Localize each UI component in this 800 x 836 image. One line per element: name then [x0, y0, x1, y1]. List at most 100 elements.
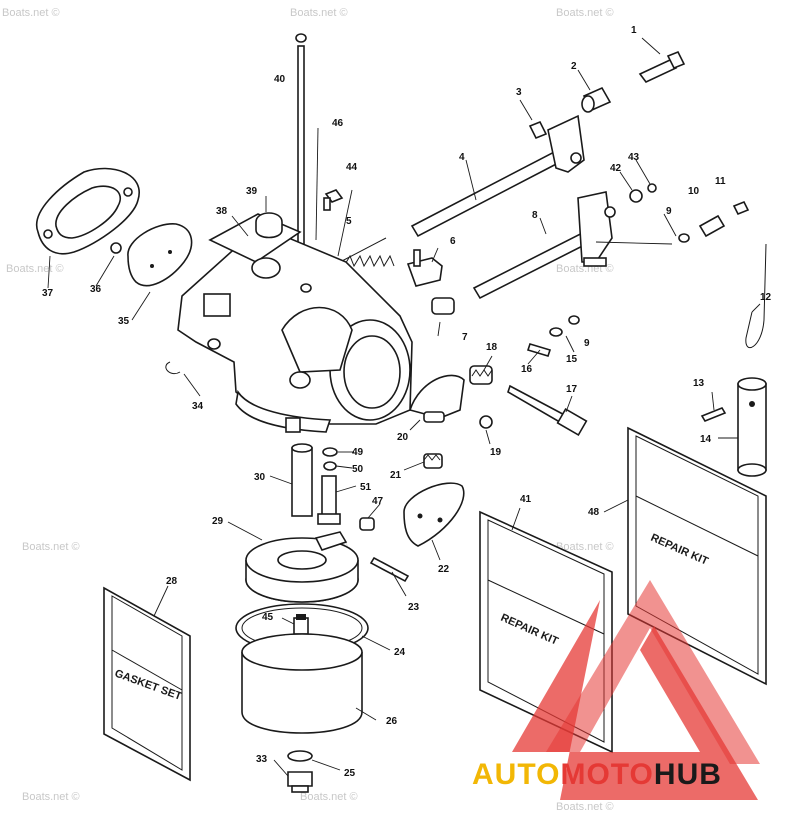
callout-6: 6 — [450, 236, 456, 247]
part-nut-36 — [110, 242, 122, 254]
callout-36: 36 — [90, 284, 102, 295]
callout-33: 33 — [256, 754, 268, 765]
logo-triangle-mark — [512, 600, 758, 800]
part-screw-19 — [479, 415, 493, 429]
callout-42: 42 — [610, 163, 622, 174]
callout-1: 1 — [631, 25, 637, 36]
part-clip-34 — [165, 361, 181, 375]
callout-44: 44 — [346, 162, 358, 173]
part-small-hardware — [604, 183, 750, 243]
callout-48: 48 — [588, 507, 600, 518]
part-washer-25 — [287, 750, 313, 762]
logo-hub: HUB — [654, 758, 722, 791]
callout-35: 35 — [118, 316, 130, 327]
logo-moto: MOTO — [560, 758, 653, 791]
callout-4: 4 — [459, 152, 465, 163]
part-needle-17 — [507, 384, 588, 437]
callout-16: 16 — [521, 364, 533, 375]
part-spring-21 — [423, 453, 443, 469]
callout-2: 2 — [571, 61, 577, 72]
callout-34: 34 — [192, 401, 204, 412]
leader-lines — [47, 37, 761, 777]
watermark: Boats.net © — [556, 541, 614, 553]
callout-46: 46 — [332, 118, 344, 129]
callout-18: 18 — [486, 342, 498, 353]
callout-17: 17 — [566, 384, 578, 395]
part-gasket-37 — [35, 167, 140, 255]
watermark: Boats.net © — [290, 7, 348, 19]
part-spring-7 — [431, 297, 455, 315]
automotohub-logo: AUTOMOTOHUB — [472, 580, 760, 800]
callout-7: 7 — [462, 332, 468, 343]
callout-13: 13 — [693, 378, 705, 389]
watermark: Boats.net © — [556, 801, 614, 813]
watermark: Boats.net © — [22, 541, 80, 553]
callout-23: 23 — [408, 602, 420, 613]
part-spring-18 — [469, 365, 493, 385]
part-clip-15-16 — [526, 315, 580, 357]
part-cylinder-14 — [737, 377, 767, 477]
watermark: Boats.net © — [6, 263, 64, 275]
logo-auto: AUTO — [472, 758, 560, 791]
callout-12: 12 — [760, 292, 772, 303]
part-spring-5 — [339, 237, 395, 268]
callout-3: 3 — [516, 87, 522, 98]
callout-9-lower: 9 — [584, 338, 590, 349]
part-clip-47 — [359, 517, 375, 531]
part-float-29 — [245, 531, 359, 603]
callout-21: 21 — [390, 470, 402, 481]
part-block-6 — [406, 249, 443, 287]
callout-45: 45 — [262, 612, 274, 623]
gasket-set-card: GASKET SET — [103, 586, 191, 782]
part-rod — [295, 33, 307, 247]
callout-37: 37 — [42, 288, 54, 299]
part-plate-22 — [403, 482, 465, 547]
callout-22: 22 — [438, 564, 450, 575]
part-valve-51 — [317, 475, 341, 525]
callout-19: 19 — [490, 447, 502, 458]
part-cap-39 — [255, 212, 283, 239]
callout-15: 15 — [566, 354, 578, 365]
callout-8: 8 — [532, 210, 538, 221]
part-bushing-2 — [581, 86, 612, 113]
callout-29: 29 — [212, 516, 224, 527]
callout-39: 39 — [246, 186, 258, 197]
callout-51: 51 — [360, 482, 372, 493]
part-screw-44 — [323, 189, 344, 211]
callout-43: 43 — [628, 152, 640, 163]
part-throttle-shaft-4 — [410, 114, 585, 238]
watermark: Boats.net © — [2, 7, 60, 19]
part-wire-link-12 — [745, 243, 767, 349]
part-pin-13 — [700, 407, 727, 422]
part-choke-shaft-8 — [472, 191, 613, 300]
callout-9-upper: 9 — [666, 206, 672, 217]
callout-11: 11 — [715, 176, 726, 187]
callout-20: 20 — [397, 432, 409, 443]
part-bowl-26 — [241, 633, 363, 734]
part-tube-30 — [291, 443, 313, 517]
part-plate-20 — [408, 374, 465, 423]
callout-41: 41 — [520, 494, 532, 505]
watermark: Boats.net © — [300, 791, 358, 803]
callout-30: 30 — [254, 472, 266, 483]
part-pin-23 — [369, 556, 410, 583]
callout-28: 28 — [166, 576, 178, 587]
callouts: 1 2 3 4 5 6 7 8 9 9 10 11 12 13 14 15 16… — [42, 25, 772, 779]
callout-25: 25 — [344, 768, 356, 779]
part-carburetor-body — [177, 213, 413, 433]
callout-24: 24 — [394, 647, 406, 658]
callout-10: 10 — [688, 186, 700, 197]
part-washer-49 — [322, 447, 338, 457]
callout-40: 40 — [274, 74, 286, 85]
part-screw-45 — [293, 614, 309, 635]
part-plug-33 — [287, 771, 313, 793]
callout-49: 49 — [352, 447, 364, 458]
watermark: Boats.net © — [556, 7, 614, 19]
callout-14: 14 — [700, 434, 712, 445]
callout-50: 50 — [352, 464, 364, 475]
part-diaphragm-35 — [127, 223, 193, 287]
callout-26: 26 — [386, 716, 398, 727]
callout-47: 47 — [372, 496, 384, 507]
callout-5: 5 — [346, 216, 352, 227]
